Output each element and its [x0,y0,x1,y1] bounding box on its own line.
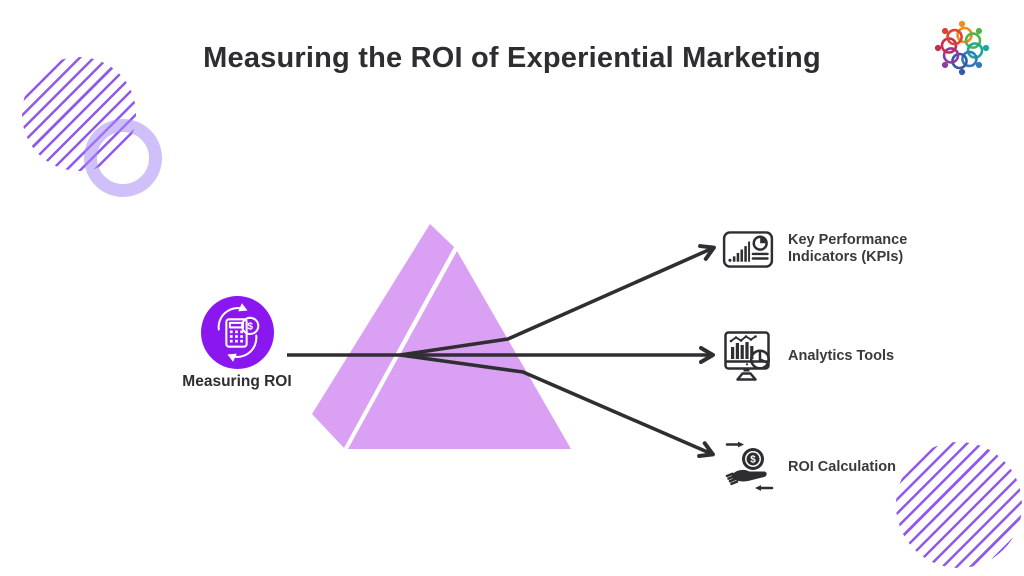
calculator-sync-icon: $ [217,303,260,362]
output-label-analytics: Analytics Tools [788,348,895,364]
page-title: Measuring the ROI of Experiential Market… [203,42,821,74]
hatched-circle-decoration-bottom-right [896,442,1022,568]
prism-left-face [312,224,454,448]
left-arrow-icon [755,485,774,491]
calculator-buttons [229,330,243,343]
beam-to-kpi [399,244,716,357]
output-label-kpi: Key Performance Indicators (KPIs) [788,232,908,265]
company-logo-icon [934,20,990,76]
hand-coin-icon: $ [725,441,774,491]
cuff-stripes [725,472,739,486]
right-arrow-icon [725,441,744,448]
dollar-glyph: $ [247,321,253,332]
measuring-roi-label: Measuring ROI [182,373,292,390]
prism-main-face [348,251,571,449]
measuring-roi-node: $ [201,296,274,369]
output-label-roi: ROI Calculation [788,459,896,475]
analytics-monitor-icon [724,331,771,381]
dollar-glyph: $ [750,455,756,466]
beam-to-roi [399,353,715,459]
kpi-dashboard-icon [722,231,774,268]
